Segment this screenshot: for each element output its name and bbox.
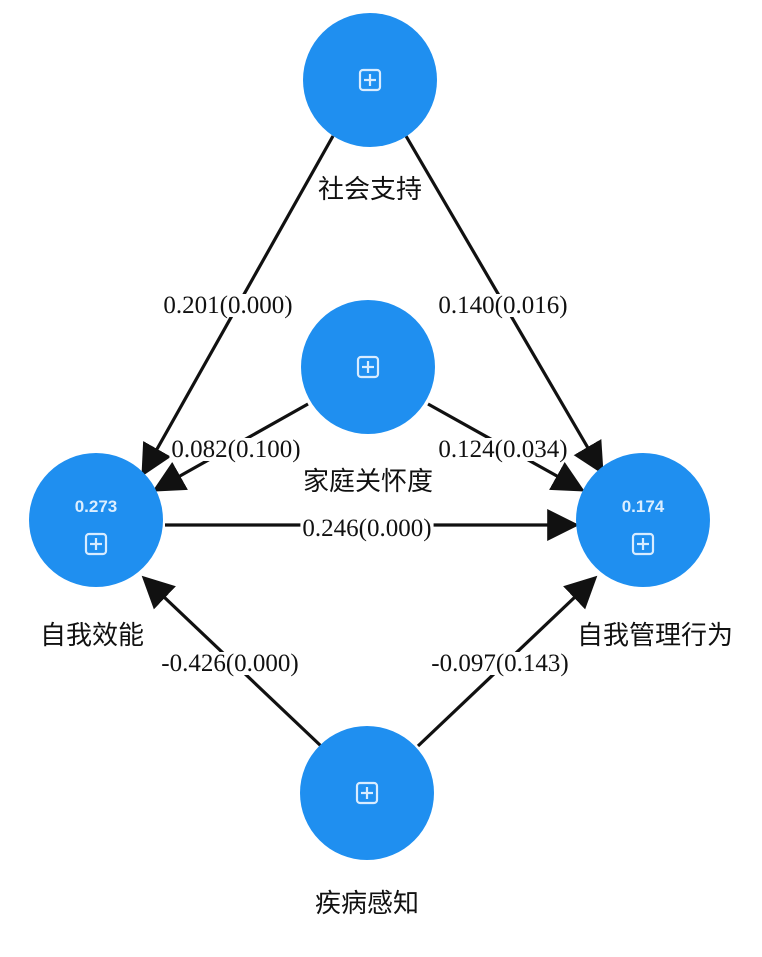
path-coefficient-label: 0.082(0.100) — [171, 436, 300, 463]
label-background — [429, 652, 571, 675]
expand-plus-icon[interactable] — [358, 68, 382, 92]
label-background — [436, 438, 570, 461]
node-social[interactable] — [303, 13, 437, 147]
expand-plus-icon[interactable] — [84, 532, 108, 556]
node-name-label: 社会支持 — [318, 175, 422, 205]
path-coefficient-label: 0.201(0.000) — [163, 292, 292, 319]
r-squared-value: 0.273 — [75, 497, 118, 516]
label-background — [169, 438, 303, 461]
expand-plus-icon[interactable] — [356, 355, 380, 379]
label-background — [159, 652, 301, 675]
node-efficacy[interactable]: 0.273 — [29, 453, 163, 587]
plus-box — [631, 532, 655, 556]
path-coefficient-label: 0.246(0.000) — [302, 515, 431, 542]
node-name-label: 家庭关怀度 — [303, 467, 433, 497]
node-circle[interactable] — [29, 453, 163, 587]
node-circle[interactable] — [576, 453, 710, 587]
expand-plus-icon[interactable] — [355, 781, 379, 805]
path-coefficient-label: 0.124(0.034) — [438, 436, 567, 463]
node-name-label: 疾病感知 — [315, 889, 419, 919]
node-illness[interactable] — [300, 726, 434, 860]
path-coefficient-label: 0.140(0.016) — [438, 292, 567, 319]
expand-plus-icon[interactable] — [631, 532, 655, 556]
plus-box — [84, 532, 108, 556]
label-background — [161, 294, 295, 317]
node-name-label: 自我效能 — [40, 621, 144, 651]
plus-box — [356, 355, 380, 379]
node-family[interactable] — [301, 300, 435, 434]
plus-box — [358, 68, 382, 92]
r-squared-value: 0.174 — [622, 497, 665, 516]
path-coefficient-label: -0.097(0.143) — [431, 650, 568, 677]
node-behavior[interactable]: 0.174 — [576, 453, 710, 587]
plus-box — [355, 781, 379, 805]
node-name-label: 自我管理行为 — [577, 621, 733, 651]
label-background — [300, 517, 434, 540]
label-background — [436, 294, 570, 317]
path-coefficient-label: -0.426(0.000) — [161, 650, 298, 677]
